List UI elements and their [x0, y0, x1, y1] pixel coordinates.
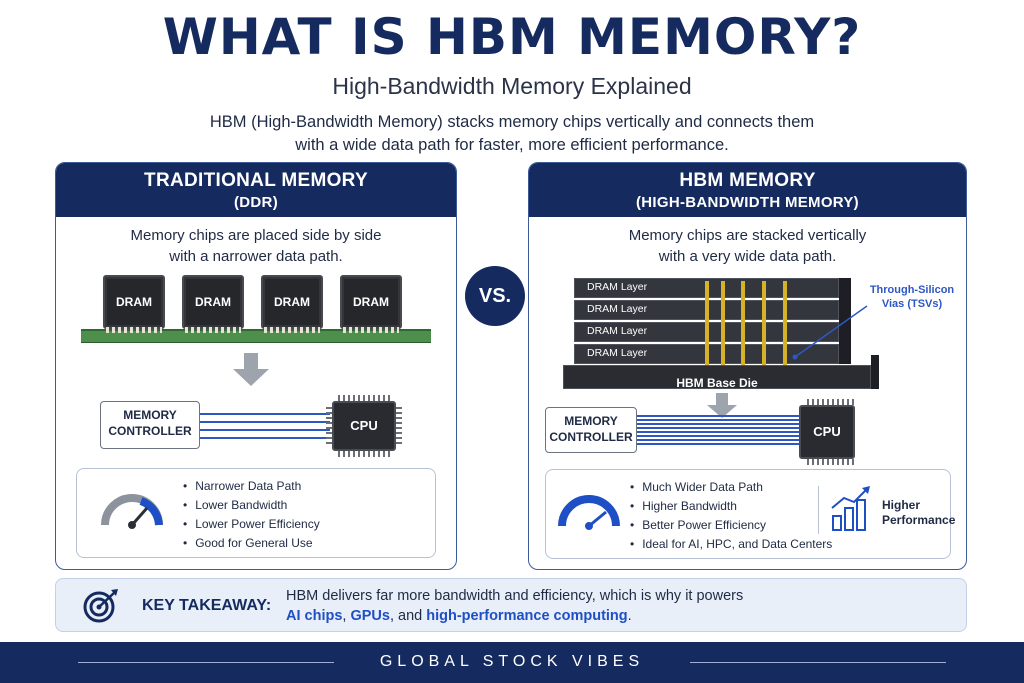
tsv-column [741, 281, 745, 365]
footer-rule [78, 662, 334, 663]
divider [818, 486, 819, 534]
traditional-panel-subtitle: (DDR) [234, 194, 278, 211]
hbm-description: Memory chips are stacked vertically with… [529, 225, 966, 267]
dram-chip: DRAM [182, 275, 244, 329]
takeaway-separator: , [342, 608, 351, 624]
list-item: Lower Bandwidth [183, 496, 320, 515]
cpu-pins [807, 459, 855, 465]
hbm-panel-title: HBM MEMORY [679, 170, 816, 191]
memory-controller-line-1: MEMORY [564, 414, 618, 428]
highlight-gpus: GPUs [350, 608, 390, 624]
footer-rule [690, 662, 946, 663]
cpu-pins [807, 399, 855, 405]
key-takeaway-text: HBM delivers far more bandwidth and effi… [286, 586, 743, 626]
page-subtitle: High-Bandwidth Memory Explained [332, 73, 692, 99]
arrow-down-icon [233, 353, 269, 386]
tsv-column [721, 281, 725, 365]
chip-pins [343, 327, 399, 333]
dram-chip: DRAM [340, 275, 402, 329]
gauge-icon [558, 495, 620, 530]
memory-controller-line-1: MEMORY [123, 408, 177, 422]
memory-controller: MEMORY CONTROLLER [545, 407, 637, 453]
higher-performance-label: Higher Performance [882, 498, 955, 528]
tsv-pointer [792, 305, 868, 360]
hbm-desc-line-1: Memory chips are stacked vertically [628, 227, 867, 244]
highlight-hpc: high-performance computing [426, 608, 628, 624]
list-item: Good for General Use [183, 534, 320, 553]
traditional-description: Memory chips are placed side by side wit… [56, 225, 456, 267]
traditional-info-box: Narrower Data Path Lower Bandwidth Lower… [76, 468, 436, 558]
page-title: WHAT IS HBM MEMORY? [162, 8, 862, 66]
traditional-desc-line-1: Memory chips are placed side by side [130, 227, 382, 244]
cpu-pins [326, 407, 332, 447]
tsv-column [783, 281, 787, 365]
list-item: Ideal for AI, HPC, and Data Centers [630, 535, 832, 554]
bar-chart-up-icon [831, 486, 870, 531]
dram-chip: DRAM [103, 275, 165, 329]
traditional-panel-header: TRADITIONAL MEMORY (DDR) [56, 163, 456, 217]
memory-controller-line-2: CONTROLLER [549, 430, 633, 444]
tsv-label: Through-Silicon Vias (TSVs) [866, 283, 958, 311]
traditional-memory-panel: TRADITIONAL MEMORY (DDR) Memory chips ar… [55, 162, 457, 570]
takeaway-line-1: HBM delivers far more bandwidth and effi… [286, 588, 744, 604]
key-takeaway-box: KEY TAKEAWAY: HBM delivers far more band… [55, 578, 967, 632]
perf-line-2: Performance [882, 513, 956, 527]
footer-bar: GLOBAL STOCK VIBES [0, 642, 1024, 683]
dram-chip: DRAM [261, 275, 323, 329]
key-takeaway-label: KEY TAKEAWAY: [142, 597, 272, 614]
memory-controller: MEMORY CONTROLLER [100, 401, 200, 449]
tsv-column [705, 281, 709, 365]
base-die-side [871, 355, 879, 389]
hbm-bullets: Much Wider Data Path Higher Bandwidth Be… [630, 478, 832, 554]
intro-text: HBM (High-Bandwidth Memory) stacks memor… [150, 111, 874, 157]
arrow-down-icon [707, 393, 737, 418]
data-line [200, 413, 330, 415]
list-item: Better Power Efficiency [630, 516, 832, 535]
data-line [200, 421, 330, 423]
list-item: Higher Bandwidth [630, 497, 832, 516]
footer-brand: GLOBAL STOCK VIBES [379, 653, 645, 670]
vs-badge: VS. [465, 266, 525, 326]
traditional-bullets: Narrower Data Path Lower Bandwidth Lower… [183, 477, 320, 553]
intro-line-1: HBM (High-Bandwidth Memory) stacks memor… [209, 113, 815, 131]
target-icon [83, 589, 118, 623]
chip-pins [264, 327, 320, 333]
tsv-column [762, 281, 766, 365]
highlight-ai-chips: AI chips [286, 608, 343, 624]
intro-line-2: with a wide data path for faster, more e… [295, 136, 729, 154]
takeaway-end: . [627, 608, 632, 624]
data-line [200, 429, 330, 431]
traditional-desc-line-2: with a narrower data path. [169, 248, 343, 265]
chip-pins [106, 327, 162, 333]
perf-line-1: Higher [882, 498, 921, 512]
list-item: Narrower Data Path [183, 477, 320, 496]
tsv-label-line-2: Vias (TSVs) [881, 298, 943, 310]
hbm-info-box: Much Wider Data Path Higher Bandwidth Be… [545, 469, 955, 559]
tsv-label-line-1: Through-Silicon [869, 284, 955, 296]
hbm-base-die: HBM Base Die [563, 365, 871, 390]
cpu-pins [338, 395, 390, 401]
hbm-panel-header: HBM MEMORY (HIGH-BANDWIDTH MEMORY) [529, 163, 966, 217]
chip-pins [185, 327, 241, 333]
takeaway-separator: , and [389, 608, 427, 624]
cpu-chip: CPU [332, 401, 396, 451]
memory-controller-line-2: CONTROLLER [108, 424, 192, 438]
hbm-panel-subtitle: (HIGH-BANDWIDTH MEMORY) [636, 194, 859, 211]
hbm-desc-line-2: with a very wide data path. [658, 248, 837, 265]
cpu-pins [338, 451, 390, 457]
list-item: Lower Power Efficiency [183, 515, 320, 534]
cpu-chip: CPU [799, 405, 855, 459]
list-item: Much Wider Data Path [630, 478, 832, 497]
takeaway-line-2: AI chips, GPUs, and high-performance com… [286, 606, 743, 626]
wide-data-path [637, 415, 807, 447]
data-line [200, 437, 330, 439]
gauge-icon [101, 494, 163, 529]
cpu-pins [396, 407, 402, 447]
hbm-memory-panel: HBM MEMORY (HIGH-BANDWIDTH MEMORY) Memor… [528, 162, 967, 570]
traditional-panel-title: TRADITIONAL MEMORY [144, 170, 368, 191]
